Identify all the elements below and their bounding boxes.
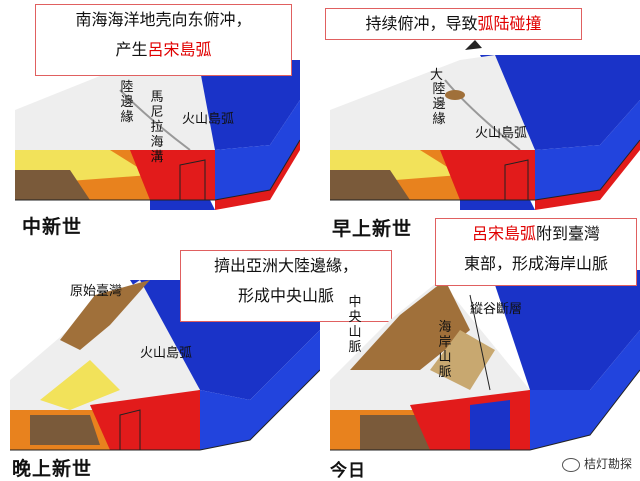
callout-line-2: 東部，形成海岸山脈 — [463, 254, 608, 273]
callout-highlight: 呂宋島弧 — [471, 224, 536, 243]
block-diagram-miocene — [15, 60, 300, 210]
label-proto-taiwan: 原始臺灣 — [70, 284, 123, 299]
watermark-text: 桔灯勘探 — [583, 457, 632, 471]
label-volcanic-arc: 火山島弧 — [475, 126, 528, 141]
panel-early-pliocene: 陸邊緣 大 火山島弧 早上新世 持续俯冲，导致弧陆碰撞 — [320, 0, 640, 240]
callout-present: 呂宋島弧附到臺灣 東部，形成海岸山脈 — [435, 218, 637, 286]
callout-text: 持续俯冲，导致 — [365, 14, 478, 33]
panel-late-pliocene: 原始臺灣 火山島弧 晚上新世 擠出亞洲大陸邊緣， 形成中央山脈 — [0, 240, 392, 480]
label-continental-margin: 陸邊緣 — [432, 82, 446, 127]
wechat-icon — [561, 457, 580, 472]
callout-line-1: 擠出亞洲大陸邊緣， — [213, 256, 358, 275]
callout-line-2: 产生呂宋島弧 — [36, 35, 291, 65]
panel-miocene: 陸邊緣 馬尼拉海溝 火山島弧 中新世 南海海洋地壳向东俯冲， 产生呂宋島弧 — [0, 0, 300, 240]
block-diagram-present — [330, 270, 640, 451]
block-diagram-late-pliocene — [10, 280, 320, 451]
callout-line-1: 呂宋島弧附到臺灣 — [436, 219, 636, 249]
era-label-present: 今日 — [330, 461, 366, 481]
callout-line-1: 南海海洋地壳向东俯冲， — [75, 10, 252, 29]
era-label-early-pliocene: 早上新世 — [332, 218, 413, 240]
label-continental-margin: 陸邊緣 — [120, 80, 134, 125]
callout-text: 产生 — [115, 40, 148, 59]
label-volcanic-arc: 火山島弧 — [182, 112, 235, 127]
label-central-range: 中央山脈 — [348, 295, 362, 355]
block-diagram-early-pliocene — [330, 40, 640, 210]
callout-late-pliocene: 擠出亞洲大陸邊緣， 形成中央山脈 — [180, 250, 392, 322]
callout-highlight: 呂宋島弧 — [147, 40, 212, 59]
watermark: 桔灯勘探 — [561, 455, 632, 472]
callout-line-2: 形成中央山脈 — [237, 286, 334, 305]
callout-text: 附到臺灣 — [536, 224, 601, 243]
panel-present: 中央山脈 海岸山脈 縱谷斷層 今日 呂宋島弧附到臺灣 東部，形成海岸山脈 — [320, 218, 640, 481]
label-coastal-range: 海岸山脈 — [438, 320, 452, 380]
era-label-late-pliocene: 晚上新世 — [12, 458, 93, 480]
callout-highlight: 弧陆碰撞 — [477, 14, 542, 33]
label-volcanic-arc: 火山島弧 — [140, 346, 193, 361]
label-manila-trench: 馬尼拉海溝 — [150, 90, 164, 165]
label-da: 大 — [430, 68, 444, 83]
callout-miocene: 南海海洋地壳向东俯冲， 产生呂宋島弧 — [35, 4, 292, 76]
label-longitudinal-valley-fault: 縱谷斷層 — [470, 302, 523, 317]
callout-early-pliocene: 持续俯冲，导致弧陆碰撞 — [325, 8, 582, 40]
era-label-miocene: 中新世 — [22, 216, 83, 238]
